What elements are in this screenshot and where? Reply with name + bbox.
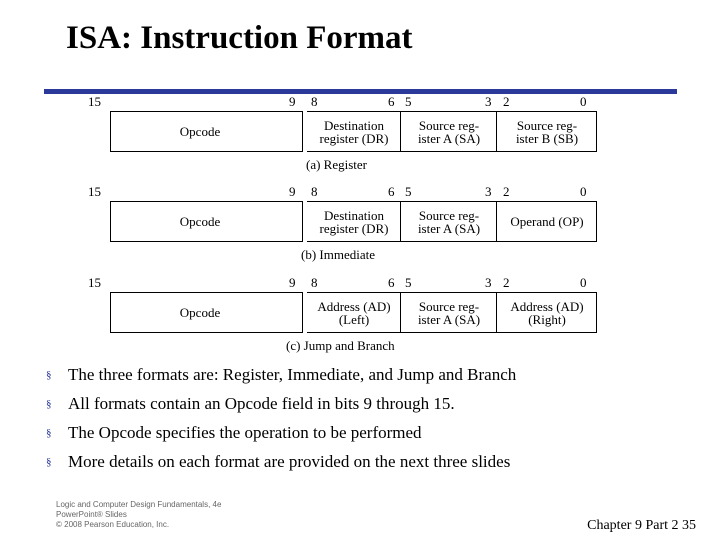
- slides-label: PowerPoint® Slides: [56, 510, 127, 519]
- bit-number: 8: [311, 275, 318, 290]
- field-label: Source reg-ister A (SA): [401, 119, 497, 145]
- bit-number: 5: [405, 275, 412, 290]
- field-label-line: Source reg-: [418, 298, 480, 314]
- field-label-line: ister A (SA): [417, 311, 481, 327]
- bit-number: 5: [405, 94, 412, 109]
- bullet-item: § The Opcode specifies the operation to b…: [46, 422, 516, 451]
- format-caption: (c) Jump and Branch: [286, 338, 395, 353]
- bit-number: 8: [311, 184, 318, 199]
- field-label-line: ister A (SA): [417, 220, 481, 236]
- bullet-text: More details on each format are provided…: [68, 452, 511, 471]
- bit-number: 2: [503, 184, 510, 199]
- field-box: [307, 292, 401, 333]
- field-label: Address (AD)(Right): [497, 300, 597, 326]
- publisher-footer: Logic and Computer Design Fundamentals, …: [56, 500, 221, 530]
- field-box: [110, 111, 303, 152]
- bullet-icon: §: [46, 427, 52, 439]
- bit-number: 15: [88, 184, 101, 199]
- bit-number: 15: [88, 275, 101, 290]
- bit-number: 3: [485, 275, 492, 290]
- bullet-text: The three formats are: Register, Immedia…: [68, 365, 517, 384]
- field-label-line: Address (AD): [510, 298, 584, 314]
- bit-number: 9: [289, 275, 296, 290]
- field-label-line: ister B (SB): [515, 130, 579, 146]
- title-underline: [44, 89, 677, 94]
- field-label: Source reg-ister B (SB): [497, 119, 597, 145]
- bit-number: 9: [289, 184, 296, 199]
- bullet-icon: §: [46, 398, 52, 410]
- bit-number: 5: [405, 184, 412, 199]
- field-label-line: Destination: [324, 117, 384, 133]
- field-label: Operand (OP): [497, 215, 597, 228]
- field-box: [110, 292, 303, 333]
- format-caption: (b) Immediate: [301, 247, 375, 262]
- field-label-line: (Left): [338, 311, 370, 327]
- field-box: [497, 201, 597, 242]
- field-label-line: Opcode: [179, 124, 221, 139]
- field-label-line: Source reg-: [418, 117, 480, 133]
- field-label-line: register (DR): [319, 220, 389, 236]
- field-label-line: Destination: [324, 207, 384, 223]
- field-label-line: register (DR): [319, 130, 389, 146]
- field-box: [401, 292, 497, 333]
- bit-number: 0: [580, 94, 587, 109]
- bullet-icon: §: [46, 456, 52, 468]
- field-label-line: Source reg-: [418, 207, 480, 223]
- field-label: Source reg-ister A (SA): [401, 300, 497, 326]
- bit-number: 3: [485, 184, 492, 199]
- page-number: Chapter 9 Part 2 35: [587, 518, 696, 533]
- bullet-item: § The three formats are: Register, Immedi…: [46, 364, 516, 393]
- field-label: Opcode: [160, 306, 240, 319]
- field-label-line: Opcode: [179, 214, 221, 229]
- format-caption: (a) Register: [306, 157, 368, 172]
- bullet-text: All formats contain an Opcode field in b…: [68, 394, 455, 413]
- bit-number: 6: [388, 94, 395, 109]
- bit-number: 9: [289, 94, 296, 109]
- copyright: © 2008 Pearson Education, Inc.: [56, 520, 170, 529]
- field-label: Opcode: [160, 215, 240, 228]
- bit-number: 3: [485, 94, 492, 109]
- field-label-line: (Right): [528, 311, 566, 327]
- bit-number: 0: [580, 275, 587, 290]
- book-title: Logic and Computer Design Fundamentals, …: [56, 500, 222, 509]
- field-box: [497, 292, 597, 333]
- bit-number: 2: [503, 94, 510, 109]
- bullet-item: § All formats contain an Opcode field in …: [46, 393, 516, 422]
- field-box: [497, 111, 597, 152]
- bullet-icon: §: [46, 369, 52, 381]
- bit-number: 15: [88, 94, 101, 109]
- field-label: Address (AD)(Left): [307, 300, 401, 326]
- bit-number: 0: [580, 184, 587, 199]
- field-label-line: Opcode: [179, 305, 221, 320]
- field-box: [307, 201, 401, 242]
- field-label-line: Operand (OP): [510, 214, 584, 229]
- field-box: [401, 111, 497, 152]
- field-label-line: Address (AD): [317, 298, 391, 314]
- bit-number: 2: [503, 275, 510, 290]
- bullet-text: The Opcode specifies the operation to be…: [68, 423, 422, 442]
- slide-title: ISA: Instruction Format: [66, 20, 413, 56]
- bullet-item: § More details on each format are provide…: [46, 451, 516, 480]
- bit-number: 6: [388, 184, 395, 199]
- field-label: Source reg-ister A (SA): [401, 209, 497, 235]
- field-label-line: ister A (SA): [417, 130, 481, 146]
- field-label-line: Source reg-: [516, 117, 578, 133]
- bit-number: 6: [388, 275, 395, 290]
- field-box: [401, 201, 497, 242]
- field-label: Opcode: [160, 125, 240, 138]
- field-box: [110, 201, 303, 242]
- field-box: [307, 111, 401, 152]
- bit-number: 8: [311, 94, 318, 109]
- bullet-list: § The three formats are: Register, Immedi…: [46, 364, 516, 480]
